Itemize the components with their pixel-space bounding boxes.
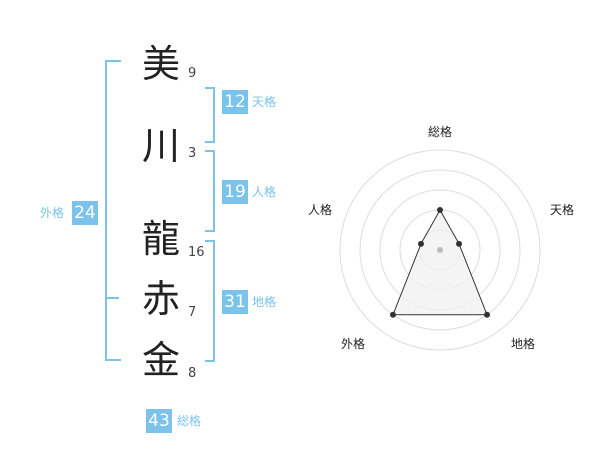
radar-point-right — [456, 240, 463, 247]
stroke-count-2: 3 — [188, 146, 197, 161]
tenkaku-label: 天格 — [252, 95, 277, 109]
radar-ring — [339, 149, 541, 351]
radar-label-bottom-right: 地格 — [511, 337, 536, 351]
name-char-5: 金 — [141, 338, 180, 382]
soukaku-value: 43 — [146, 409, 172, 433]
stroke-count-5: 8 — [188, 366, 197, 381]
gaikaku-value: 24 — [72, 201, 98, 225]
chikaku-value: 31 — [222, 290, 248, 314]
tenkaku-bracket — [205, 87, 215, 143]
radar-point-bottom-left — [389, 311, 396, 318]
jinkaku-bracket — [205, 150, 215, 232]
chikaku-bracket — [205, 240, 215, 362]
chikaku-label: 地格 — [252, 295, 277, 309]
radar-label-right: 天格 — [550, 203, 575, 217]
name-char-3: 龍 — [141, 217, 180, 261]
radar-chart — [339, 149, 541, 351]
radar-score-polygon — [392, 208, 488, 316]
name-char-2: 川 — [141, 124, 180, 168]
stroke-count-4: 7 — [188, 305, 197, 320]
radar-label-top: 総格 — [428, 125, 453, 139]
tenkaku-value: 12 — [222, 90, 248, 114]
radar-ring — [359, 169, 521, 331]
stroke-count-1: 9 — [188, 66, 197, 81]
radar-point-top — [437, 207, 443, 213]
radar-point-bottom-right — [484, 311, 491, 318]
radar-point-left — [417, 240, 424, 247]
name-char-1: 美 — [141, 42, 180, 86]
gaikaku-bracket — [105, 60, 121, 361]
radar-label-left: 人格 — [308, 203, 333, 217]
name-char-4: 赤 — [141, 277, 180, 321]
soukaku-label: 総格 — [177, 414, 202, 428]
radar-center-dot — [437, 247, 443, 253]
radar-label-bottom-left: 外格 — [341, 337, 366, 351]
jinkaku-value: 19 — [222, 180, 248, 204]
jinkaku-label: 人格 — [252, 185, 277, 199]
gaikaku-label: 外格 — [40, 206, 65, 220]
stroke-count-3: 16 — [188, 245, 205, 260]
gaikaku-bracket-tick — [105, 297, 119, 299]
